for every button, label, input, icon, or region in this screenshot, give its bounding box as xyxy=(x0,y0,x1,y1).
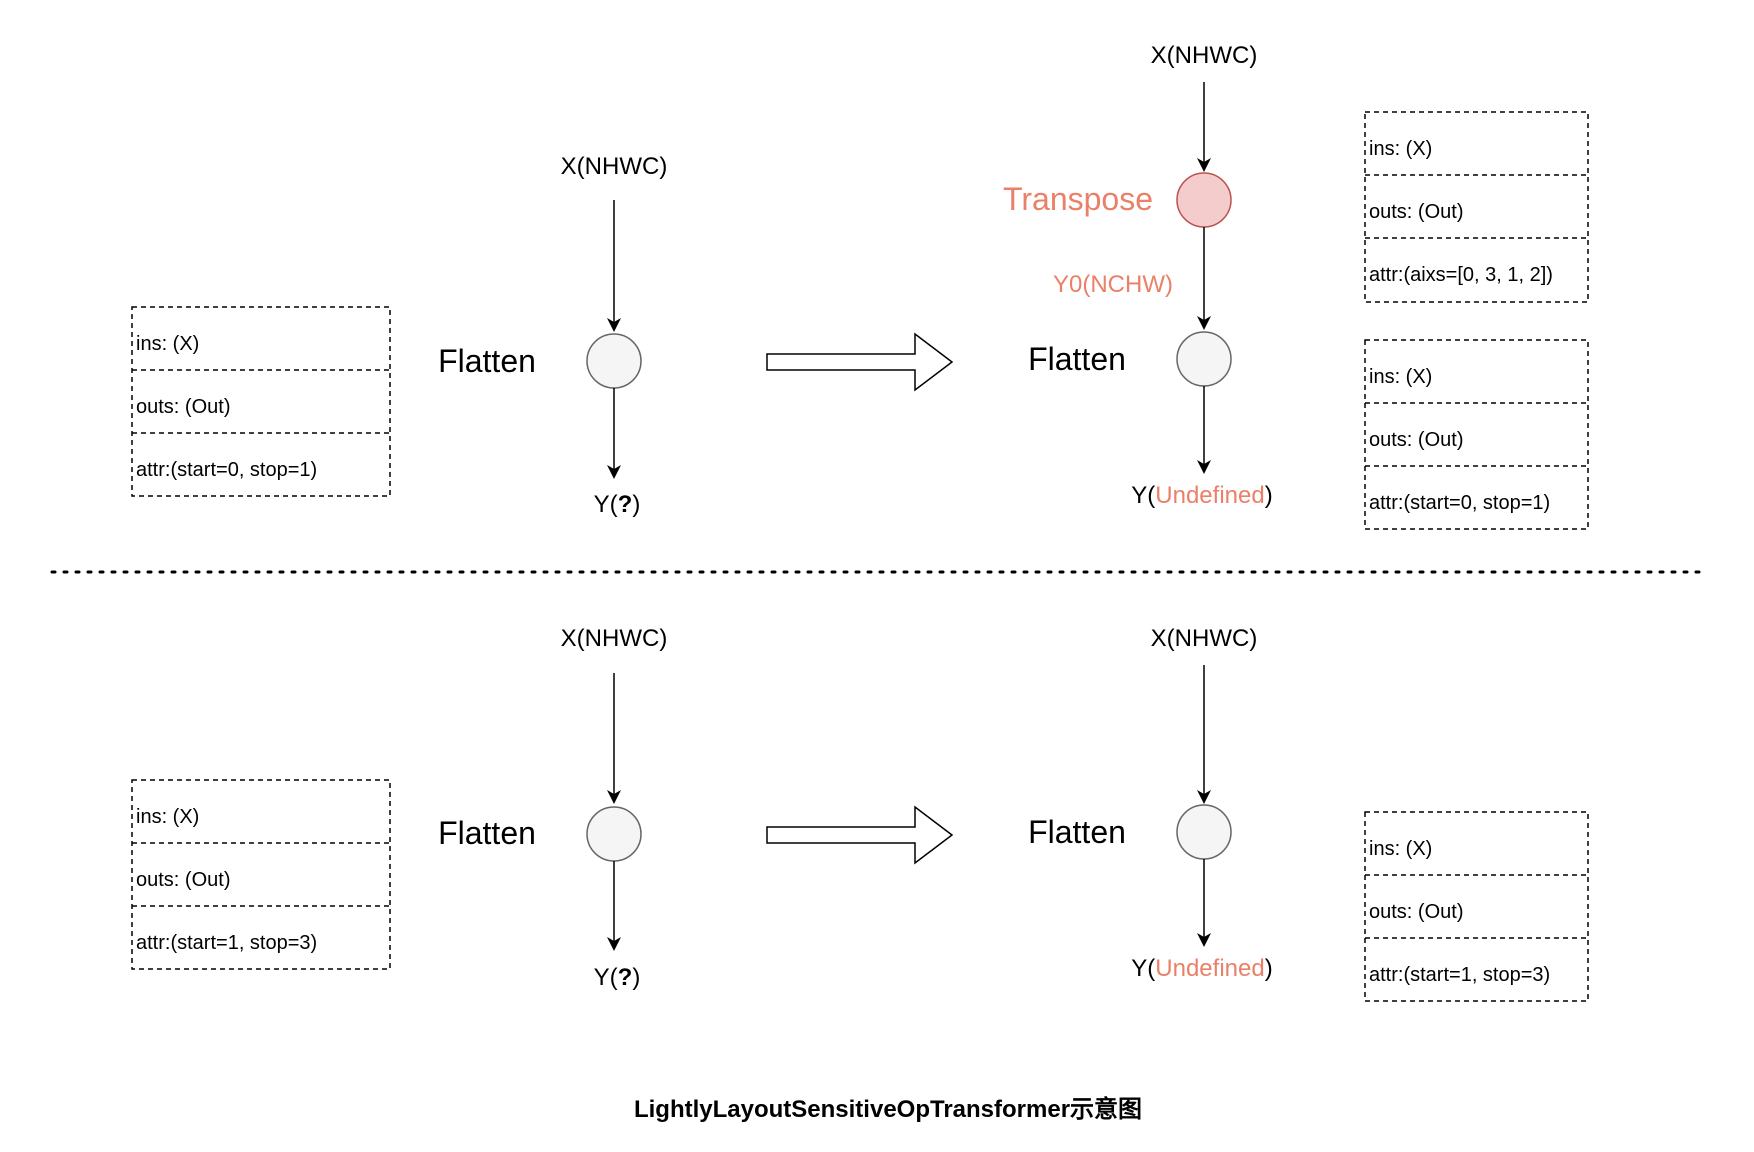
bottom-right-flatten-label: Flatten xyxy=(1028,814,1126,850)
bottom-left-output-label: Y(?) xyxy=(594,964,641,991)
output-prefix: Y( xyxy=(594,491,618,518)
output-unknown: ? xyxy=(618,491,633,518)
attr-ins: ins: (X) xyxy=(1369,138,1432,160)
top-right-flatten-label: Flatten xyxy=(1028,341,1126,377)
intermediate-label: Y0(NCHW) xyxy=(1053,271,1173,298)
top-right-flatten-node[interactable] xyxy=(1176,331,1232,387)
attr-params: attr:(start=0, stop=1) xyxy=(136,459,317,481)
attr-outs: outs: (Out) xyxy=(136,396,230,418)
bottom-left-input-label: X(NHWC) xyxy=(561,625,668,652)
top-right-attr-box: ins: (X) outs: (Out) attr:(start=0, stop… xyxy=(1364,339,1589,530)
transpose-label: Transpose xyxy=(1003,181,1153,217)
top-left-flatten-label: Flatten xyxy=(438,343,536,379)
bottom-right-input-label: X(NHWC) xyxy=(1151,625,1258,652)
attr-params: attr:(start=1, stop=3) xyxy=(136,932,317,954)
bottom-left-flatten-node[interactable] xyxy=(586,806,642,862)
output-undefined: Undefined xyxy=(1155,955,1264,982)
attr-ins: ins: (X) xyxy=(136,806,199,828)
attr-outs: outs: (Out) xyxy=(1369,429,1463,451)
output-suffix: ) xyxy=(1265,955,1273,982)
attr-params: attr:(start=0, stop=1) xyxy=(1369,492,1550,514)
bottom-left-graph: X(NHWC) Flatten Y(?) xyxy=(438,625,667,991)
bottom-transform-arrow xyxy=(766,805,954,865)
attr-ins: ins: (X) xyxy=(1369,838,1432,860)
top-left-flatten-node[interactable] xyxy=(586,333,642,389)
attr-params: attr:(aixs=[0, 3, 1, 2]) xyxy=(1369,264,1553,286)
bottom-right-attr-box: ins: (X) outs: (Out) attr:(start=1, stop… xyxy=(1364,811,1589,1002)
transpose-node[interactable] xyxy=(1176,172,1232,228)
top-right-output-label: Y(Undefined) xyxy=(1131,482,1272,509)
top-left-output-label: Y(?) xyxy=(594,491,641,518)
top-right-input-label: X(NHWC) xyxy=(1151,42,1258,69)
output-suffix: ) xyxy=(632,491,640,518)
attr-ins: ins: (X) xyxy=(136,333,199,355)
bottom-left-flatten-label: Flatten xyxy=(438,815,536,851)
attr-outs: outs: (Out) xyxy=(1369,201,1463,223)
top-left-graph: X(NHWC) Flatten Y(?) xyxy=(438,153,667,518)
output-undefined: Undefined xyxy=(1155,482,1264,509)
output-suffix: ) xyxy=(1265,482,1273,509)
bottom-left-attr-box: ins: (X) outs: (Out) attr:(start=1, stop… xyxy=(131,779,391,970)
attr-ins: ins: (X) xyxy=(1369,366,1432,388)
top-left-input-label: X(NHWC) xyxy=(561,153,668,180)
output-prefix: Y( xyxy=(1131,482,1155,509)
output-prefix: Y( xyxy=(594,964,618,991)
top-transform-arrow xyxy=(766,332,954,392)
attr-outs: outs: (Out) xyxy=(1369,901,1463,923)
output-suffix: ) xyxy=(632,964,640,991)
output-prefix: Y( xyxy=(1131,955,1155,982)
bottom-right-flatten-node[interactable] xyxy=(1176,804,1232,860)
top-right-graph: X(NHWC) Transpose Y0(NCHW) Flatten Y(Und… xyxy=(1003,42,1273,509)
attr-outs: outs: (Out) xyxy=(136,869,230,891)
output-unknown: ? xyxy=(618,964,633,991)
bottom-right-output-label: Y(Undefined) xyxy=(1131,955,1272,982)
bottom-right-graph: X(NHWC) Flatten Y(Undefined) xyxy=(1028,625,1273,982)
transpose-attr-box: ins: (X) outs: (Out) attr:(aixs=[0, 3, 1… xyxy=(1364,111,1589,303)
top-left-attr-box: ins: (X) outs: (Out) attr:(start=0, stop… xyxy=(131,306,391,497)
attr-params: attr:(start=1, stop=3) xyxy=(1369,964,1550,986)
figure-caption: LightlyLayoutSensitiveOpTransformer示意图 xyxy=(634,1095,1142,1123)
